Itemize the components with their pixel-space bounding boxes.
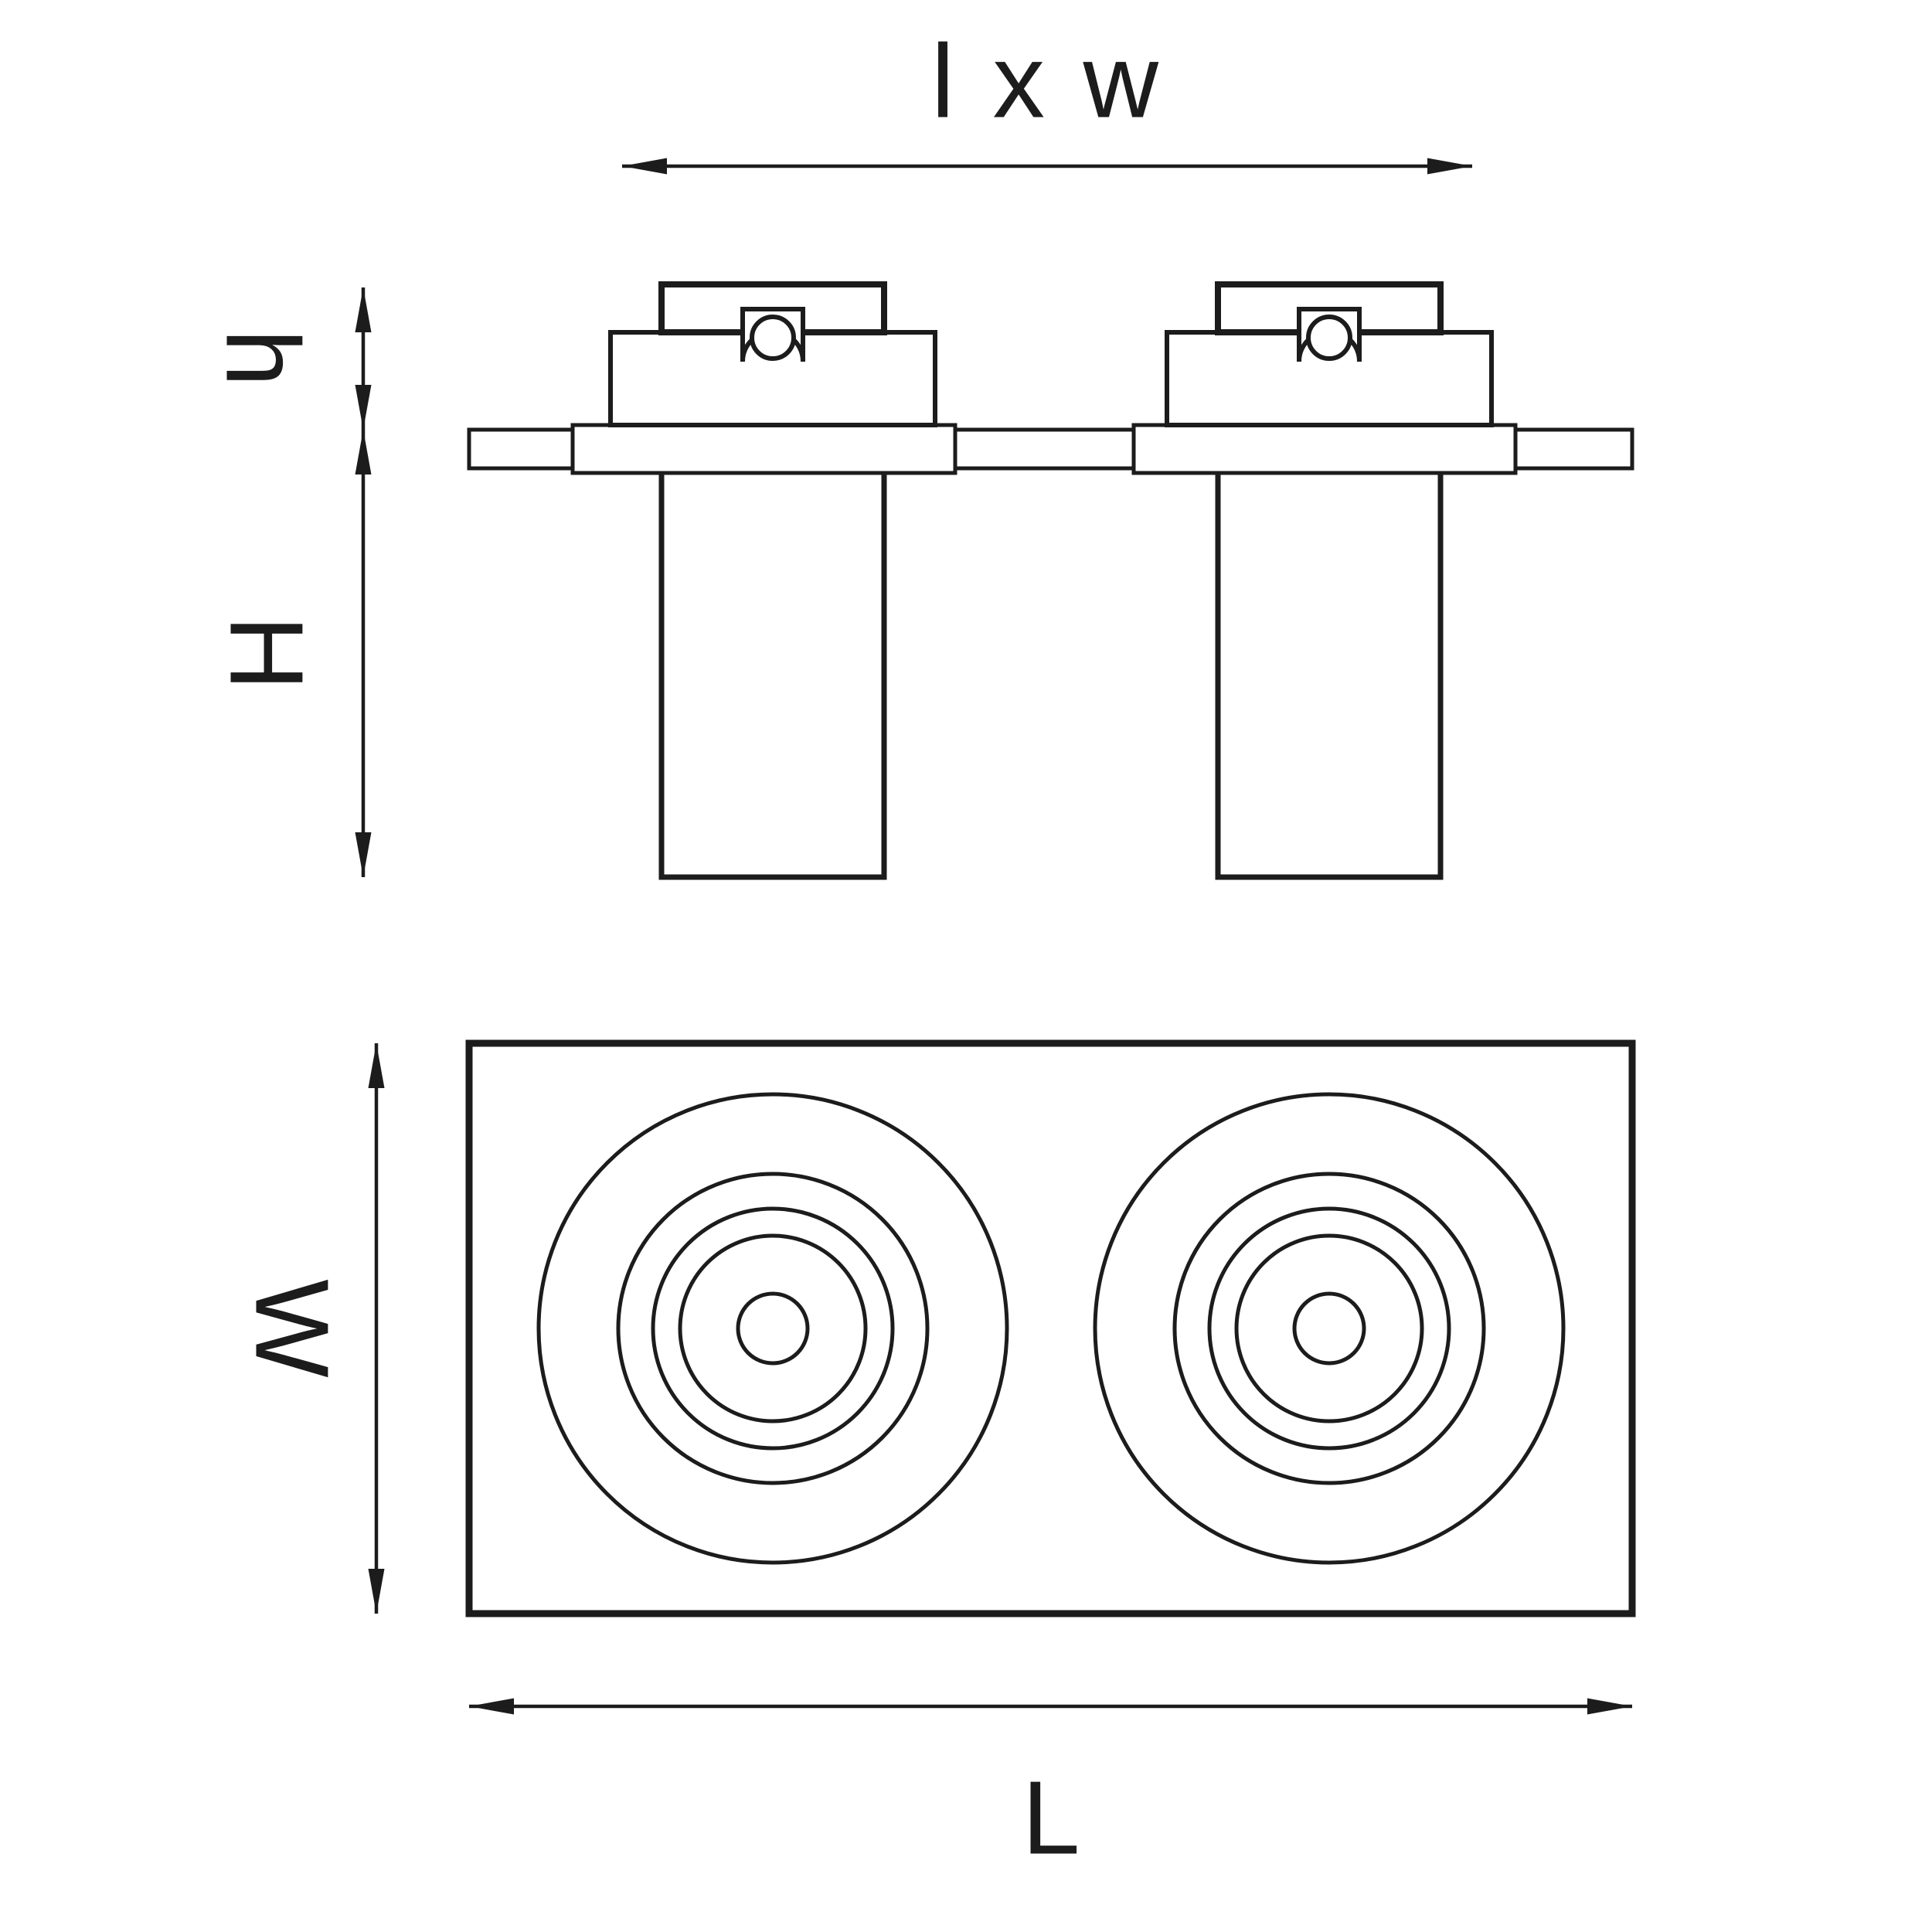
ring-outer-right [1093,1092,1566,1565]
dimension-label-h: h [205,328,321,386]
ring-outer-left [536,1092,1009,1565]
plan-view: W L [234,1039,1636,1876]
spot-rings-left [536,1092,1009,1565]
mounting-lip-left [570,423,957,475]
ring-center-left [736,1291,810,1366]
dimension-label-L: L [1022,1760,1080,1876]
ring-center-right [1292,1291,1366,1366]
spot-rings-right [1093,1092,1566,1565]
screw-right [1306,315,1352,361]
dimension-lxw: l x w [622,23,1472,175]
dimension-h: h [205,287,372,430]
ring-3-left [651,1206,895,1451]
ring-2-right [1172,1172,1486,1485]
screw-left [750,315,796,361]
ring-4-right [1234,1233,1424,1423]
ring-3-right [1207,1206,1451,1451]
spot-cylinder-left [658,465,887,880]
dimension-H: H [209,430,372,877]
spot-cylinder-right [1215,465,1444,880]
dimension-label-W: W [234,1279,351,1377]
dimension-label-H: H [209,615,325,691]
faceplate-rect [465,1039,1636,1617]
dimension-label-lxw: l x w [931,23,1163,140]
dimension-L: L [469,1698,1632,1876]
mounting-lip-right [1131,423,1518,475]
dimension-W: W [234,1043,385,1614]
side-view: l x w h H [205,23,1634,880]
ring-2-left [616,1172,930,1485]
ring-4-left [678,1233,868,1423]
